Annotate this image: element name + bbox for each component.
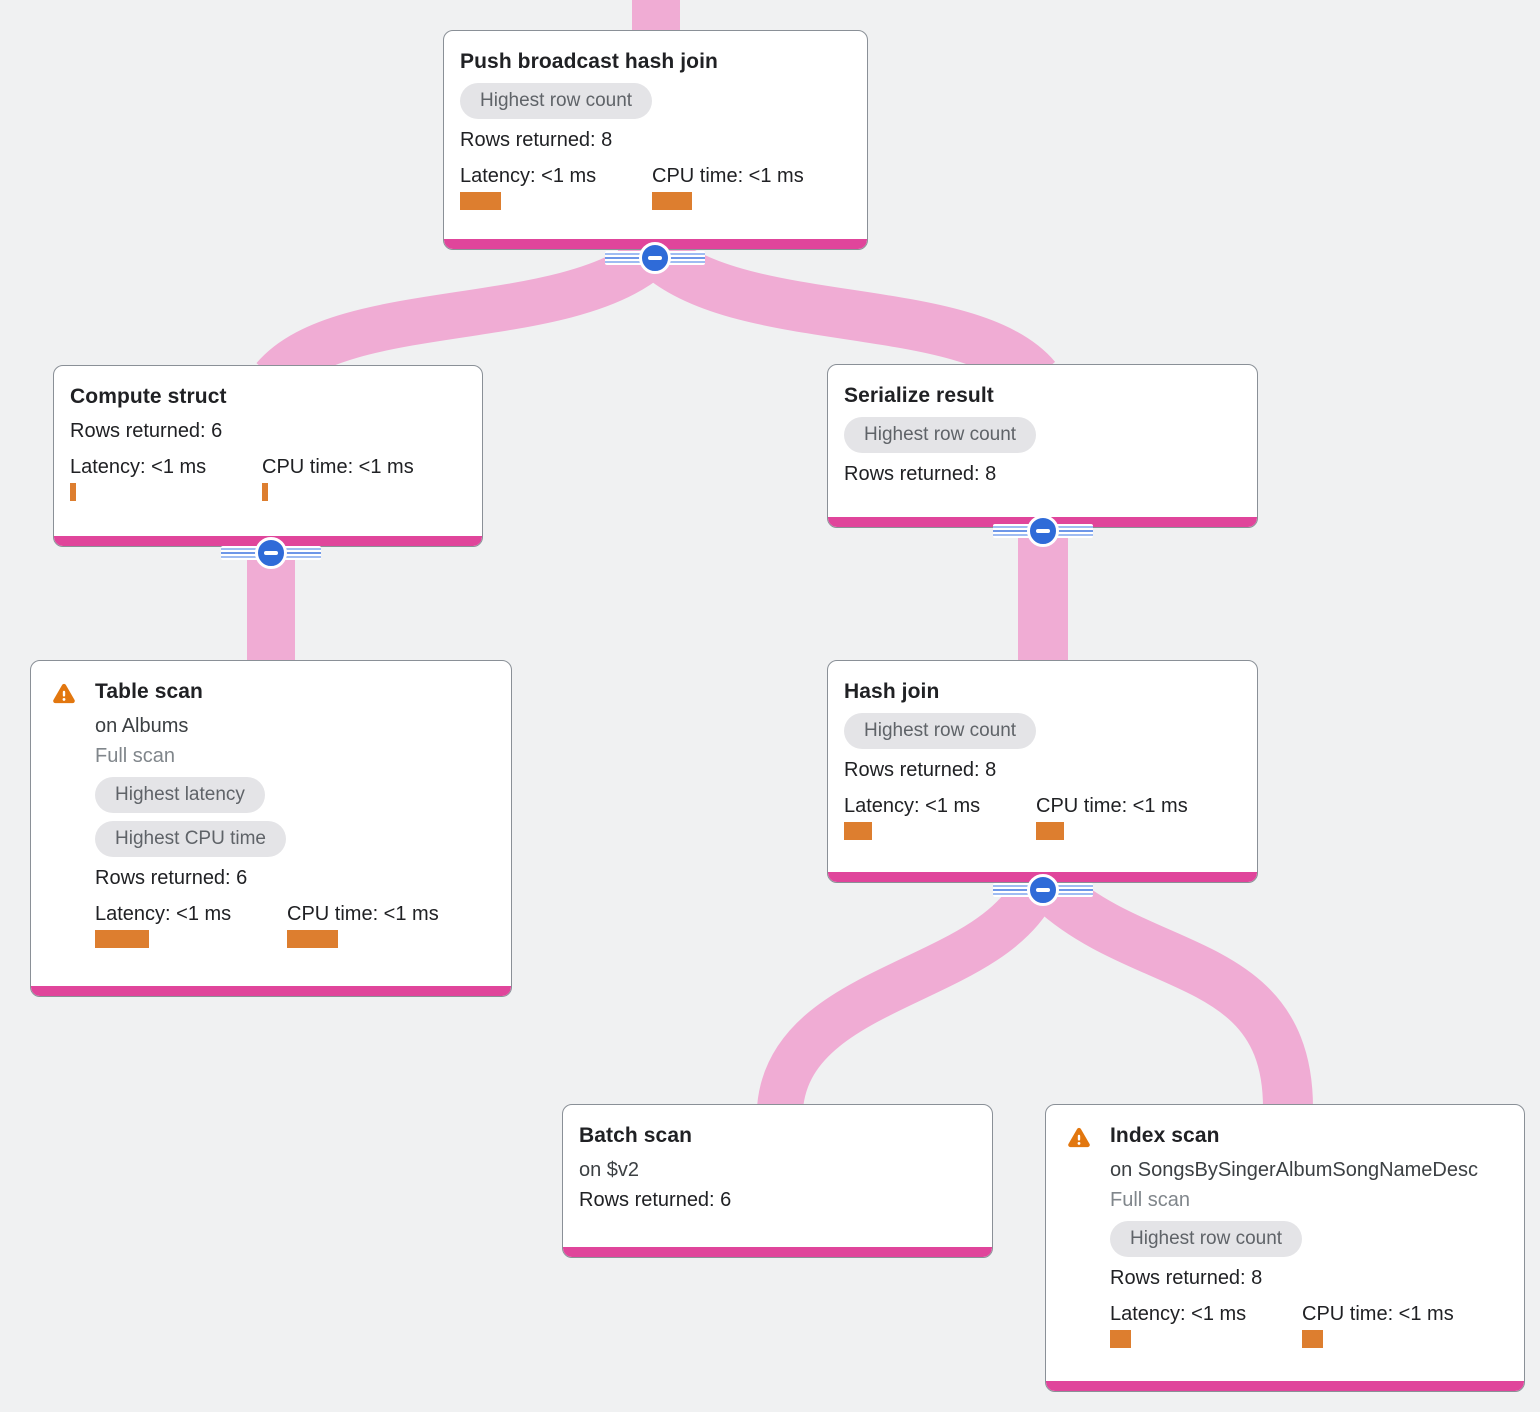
cpu-time-label: CPU time: <1 ms [287, 903, 439, 925]
plan-node-serialize-result[interactable]: Serialize result Highest row count Rows … [827, 364, 1258, 528]
metrics-row: Latency: <1 ms CPU time: <1 ms [95, 901, 495, 948]
warning-icon [53, 683, 75, 704]
latency-bar [70, 483, 76, 501]
latency-bar [95, 930, 149, 948]
edge-serialize-to-hash [1018, 524, 1068, 664]
collapse-minus-icon [1027, 515, 1059, 547]
collapse-minus-icon [1027, 874, 1059, 906]
node-title: Compute struct [70, 385, 227, 408]
edge-parent-stub [632, 0, 680, 32]
plan-node-hash-join[interactable]: Hash join Highest row count Rows returne… [827, 660, 1258, 883]
badge-highest-latency: Highest latency [95, 777, 265, 813]
node-title: Push broadcast hash join [460, 50, 718, 73]
warning-icon [1068, 1127, 1090, 1148]
cpu-time-bar [652, 192, 692, 210]
node-title: Hash join [844, 680, 940, 703]
node-target: on Albums [95, 715, 189, 737]
rows-returned-label: Rows returned: 8 [844, 463, 997, 485]
collapse-minus-icon [639, 242, 671, 274]
plan-node-compute-struct[interactable]: Compute struct Rows returned: 6 Latency:… [53, 365, 483, 547]
node-title: Table scan [95, 680, 203, 703]
cpu-time-label: CPU time: <1 ms [1036, 795, 1188, 817]
edge-hash-to-batch [757, 878, 1055, 1112]
latency-label: Latency: <1 ms [844, 795, 981, 817]
plan-node-table-scan[interactable]: Table scan on Albums Full scan Highest l… [30, 660, 512, 997]
cpu-time-bar [287, 930, 338, 948]
edge-hash-to-index [1035, 871, 1313, 1109]
cpu-time-label: CPU time: <1 ms [652, 165, 804, 187]
rows-returned-label: Rows returned: 8 [1110, 1267, 1263, 1289]
latency-bar [1110, 1330, 1131, 1348]
edge-push-to-compute [256, 239, 663, 395]
edge-push-to-serialize [646, 237, 1056, 396]
node-target: on SongsBySingerAlbumSongNameDesc [1110, 1159, 1478, 1181]
rows-returned-label: Rows returned: 8 [844, 759, 997, 781]
metrics-row: Latency: <1 ms CPU time: <1 ms [1110, 1301, 1508, 1348]
badge-highest-cpu-time: Highest CPU time [95, 821, 286, 857]
scan-type-label: Full scan [1110, 1189, 1191, 1211]
latency-bar [844, 822, 872, 840]
rows-returned-label: Rows returned: 8 [460, 129, 613, 151]
badge-highest-row-count: Highest row count [844, 417, 1037, 453]
node-accent-bar [31, 986, 511, 996]
cpu-time-bar [262, 483, 268, 501]
metrics-row: Latency: <1 ms CPU time: <1 ms [460, 163, 851, 210]
metrics-row: Latency: <1 ms CPU time: <1 ms [844, 793, 1241, 840]
latency-bar [460, 192, 501, 210]
badge-highest-row-count: Highest row count [1110, 1221, 1303, 1257]
latency-label: Latency: <1 ms [460, 165, 597, 187]
rows-returned-label: Rows returned: 6 [579, 1189, 732, 1211]
rows-returned-label: Rows returned: 6 [95, 867, 248, 889]
badge-highest-row-count: Highest row count [844, 713, 1037, 749]
node-title: Serialize result [844, 384, 994, 407]
scan-type-label: Full scan [95, 745, 176, 767]
node-target: on $v2 [579, 1159, 640, 1181]
node-title: Index scan [1110, 1124, 1220, 1147]
node-title: Batch scan [579, 1124, 693, 1147]
badge-highest-row-count: Highest row count [460, 83, 653, 119]
latency-label: Latency: <1 ms [70, 456, 207, 478]
node-accent-bar [1046, 1381, 1524, 1391]
plan-node-batch-scan[interactable]: Batch scan on $v2 Rows returned: 6 [562, 1104, 993, 1258]
metrics-row: Latency: <1 ms CPU time: <1 ms [70, 454, 466, 501]
cpu-time-bar [1302, 1330, 1323, 1348]
cpu-time-label: CPU time: <1 ms [1302, 1303, 1454, 1325]
collapse-minus-icon [255, 537, 287, 569]
plan-node-index-scan[interactable]: Index scan on SongsBySingerAlbumSongName… [1045, 1104, 1525, 1392]
latency-label: Latency: <1 ms [1110, 1303, 1247, 1325]
latency-label: Latency: <1 ms [95, 903, 232, 925]
cpu-time-bar [1036, 822, 1064, 840]
node-accent-bar [563, 1247, 992, 1257]
rows-returned-label: Rows returned: 6 [70, 420, 223, 442]
cpu-time-label: CPU time: <1 ms [262, 456, 414, 478]
plan-node-push-broadcast-hash-join[interactable]: Push broadcast hash join Highest row cou… [443, 30, 868, 250]
